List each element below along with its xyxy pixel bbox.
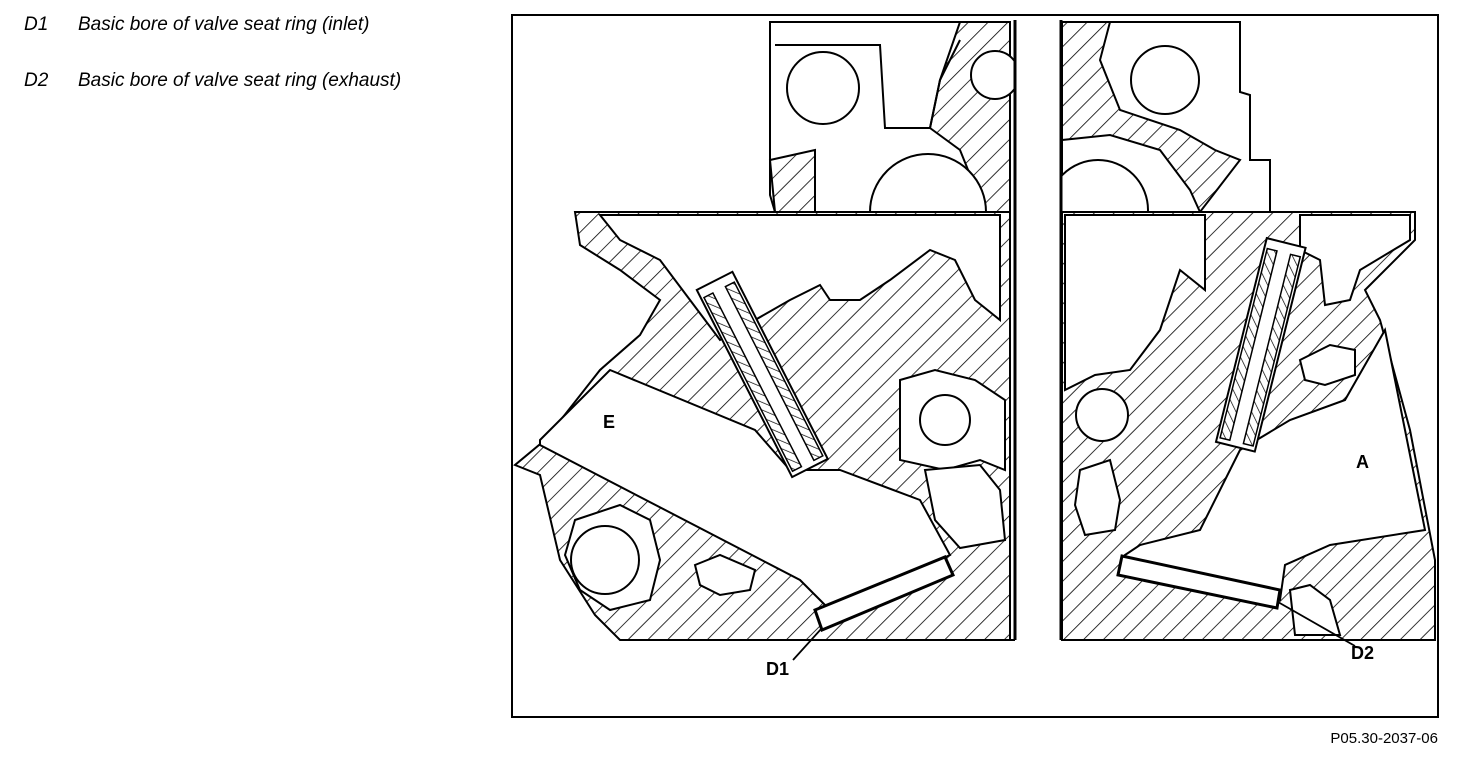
oil-channel-right — [1298, 343, 1356, 387]
legend-text: Basic bore of valve seat ring (inlet) — [78, 14, 370, 35]
cavity-left-side — [923, 463, 1007, 550]
inlet-port-channel — [539, 368, 952, 612]
figure-id: P05.30-2037-06 — [1330, 730, 1438, 747]
legend-item-d2: D2 Basic bore of valve seat ring (exhaus… — [24, 69, 494, 93]
upper-block-left-web — [775, 39, 961, 129]
leader-line-d1 — [792, 627, 823, 661]
valve-guide-inlet — [695, 270, 830, 479]
exhaust-port-channel — [1124, 327, 1427, 602]
upper-block-right-hatch — [1061, 21, 1242, 214]
water-jacket-right — [1073, 458, 1122, 537]
bolt-hole — [786, 51, 860, 125]
legend: D1 Basic bore of valve seat ring (inlet)… — [24, 13, 494, 125]
legend-key: D1 — [24, 14, 49, 35]
bolt-hole — [1130, 45, 1200, 115]
label-exhaust-port: A — [1356, 452, 1369, 472]
bolt-hole — [919, 394, 971, 446]
valve-seat-bore-d1 — [813, 555, 955, 633]
cavity-right-lower — [1288, 583, 1342, 636]
upper-block-left-corner — [768, 148, 816, 213]
spring-seat-right — [1299, 214, 1411, 307]
valve-seat-bore-d2 — [1116, 554, 1282, 610]
figure-frame — [511, 14, 1439, 718]
section-split-gap — [1015, 17, 1061, 641]
bolt-hole — [570, 525, 640, 595]
legend-text: Basic bore of valve seat ring (exhaust) — [78, 70, 402, 91]
valve-guide-exhaust — [1214, 236, 1307, 453]
label-inlet-port: E — [603, 412, 615, 432]
bolt-hole — [970, 50, 1020, 100]
label-d2: D2 — [1351, 643, 1374, 663]
legend-key: D2 — [24, 70, 49, 91]
oil-channel-left — [693, 553, 757, 597]
bolt-hole — [1075, 388, 1129, 442]
label-d1: D1 — [766, 659, 789, 679]
legend-item-d1: D1 Basic bore of valve seat ring (inlet) — [24, 13, 494, 37]
leader-line-d2 — [1277, 601, 1356, 647]
upper-cavity-right — [1064, 214, 1206, 392]
upper-cavity-left — [597, 214, 1001, 342]
